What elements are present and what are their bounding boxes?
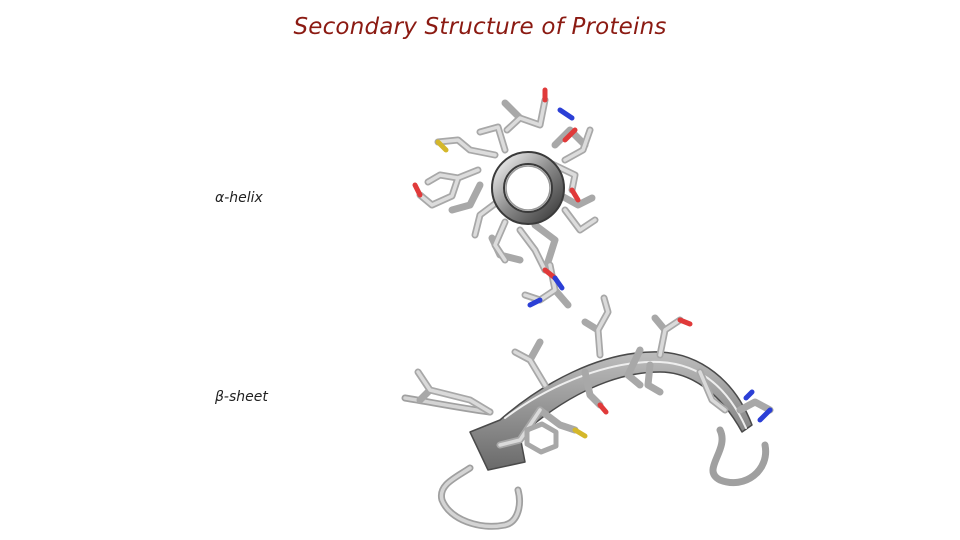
beta-strand-ribbon (469, 351, 753, 471)
beta-sheet-label: β-sheet (215, 389, 268, 405)
helix-heteroatoms (412, 87, 581, 308)
sheet-heteroatoms (572, 317, 773, 439)
phenyl-ring (524, 421, 559, 455)
slide-title: Secondary Structure of Proteins (293, 14, 667, 40)
sheet-loops (401, 394, 770, 530)
alpha-helix-label: α-helix (215, 190, 263, 206)
beta-sheet-model (401, 294, 774, 530)
alpha-helix-model (412, 87, 599, 309)
helix-backbone-ring (491, 151, 565, 225)
